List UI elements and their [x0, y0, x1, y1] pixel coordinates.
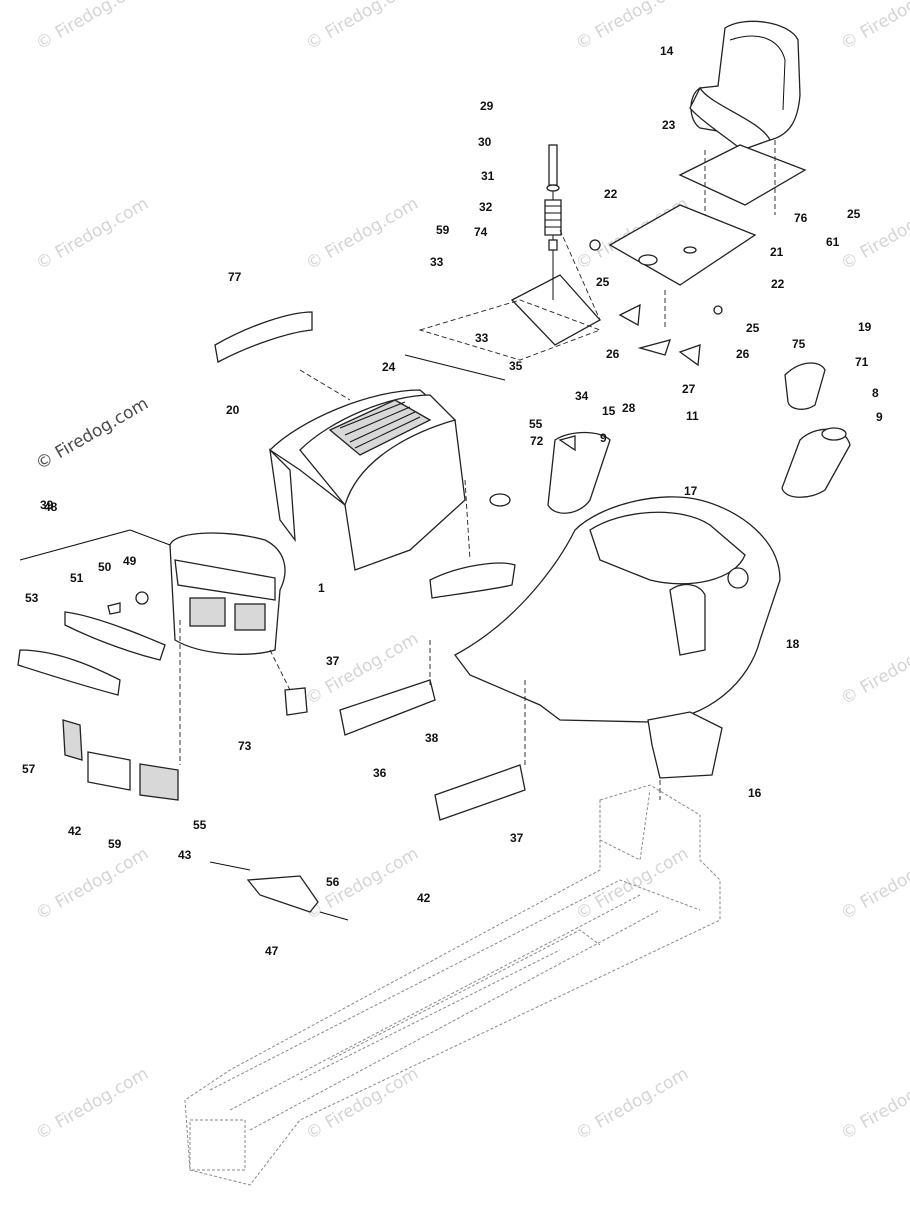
battery-box: [648, 712, 722, 778]
callout-label: 15: [602, 404, 616, 418]
callout-label: 26: [736, 347, 750, 361]
callout-label: 47: [265, 944, 279, 958]
callout-label: 21: [770, 245, 784, 259]
fender-pods: [548, 363, 850, 513]
callout-label: 29: [480, 99, 494, 113]
callout-label: 57: [22, 762, 36, 776]
watermark: © Firedog.com: [303, 194, 422, 275]
watermark: © Firedog.com: [303, 1064, 422, 1145]
watermark-prominent: © Firedog.com: [33, 394, 152, 475]
callout-label: 75: [792, 337, 806, 351]
watermark: © Firedog.com: [573, 0, 692, 54]
seat: [690, 21, 800, 150]
callout-label: 31: [481, 169, 495, 183]
callout-label: 59: [436, 223, 450, 237]
chassis-frame: [185, 785, 720, 1185]
callout-label: 25: [596, 275, 610, 289]
watermark: © Firedog.com: [33, 844, 152, 925]
seat-plate: [610, 205, 755, 285]
callout-label: 55: [529, 417, 543, 431]
callout-label: 9: [600, 431, 607, 445]
callout-label: 76: [794, 211, 808, 225]
callout-label: 16: [748, 786, 762, 800]
callout-label: 72: [530, 434, 544, 448]
watermark: © Firedog.com: [838, 194, 910, 275]
callout-label: 53: [25, 591, 39, 605]
callout-label: 71: [855, 355, 869, 369]
callout-label: 17: [684, 484, 698, 498]
callout-label: 11: [686, 409, 699, 423]
callout-label: 37: [510, 831, 524, 845]
callout-label: 38: [425, 731, 439, 745]
callout-label: 22: [771, 277, 785, 291]
watermark: © Firedog.com: [838, 0, 910, 54]
callout-label: 49: [123, 554, 137, 568]
callout-label: 26: [606, 347, 620, 361]
callout-label: 59: [108, 837, 122, 851]
callout-label: 22: [604, 187, 618, 201]
callout-label: 61: [826, 235, 840, 249]
callout-label: 73: [238, 739, 252, 753]
callout-label: 48: [44, 500, 58, 514]
callout-label: 55: [193, 818, 207, 832]
watermark: © Firedog.com: [838, 629, 910, 710]
watermark: © Firedog.com: [33, 0, 152, 54]
callout-label: 56: [326, 875, 340, 889]
callout-label: 33: [475, 331, 489, 345]
watermark: © Firedog.com: [838, 844, 910, 925]
callout-label: 33: [430, 255, 444, 269]
callout-label: 19: [858, 320, 872, 334]
callout-label: 27: [682, 382, 696, 396]
watermark: © Firedog.com: [33, 1064, 152, 1145]
front-nose: [170, 533, 285, 654]
watermark: © Firedog.com: [573, 1064, 692, 1145]
callout-label: 74: [474, 225, 488, 239]
callout-label: 25: [746, 321, 760, 335]
callout-label: 30: [478, 135, 492, 149]
callout-label: 8: [872, 386, 879, 400]
callout-label: 36: [373, 766, 387, 780]
headlight-lens: [18, 530, 170, 695]
callout-label: 51: [70, 571, 84, 585]
callout-label: 35: [509, 359, 523, 373]
callout-label: 50: [98, 560, 112, 574]
callout-label: 42: [417, 891, 431, 905]
watermark: © Firedog.com: [838, 1064, 910, 1145]
callout-label: 14: [660, 44, 674, 58]
callout-label: 23: [662, 118, 676, 132]
fender-footrest: [455, 497, 780, 722]
callout-label: 32: [479, 200, 493, 214]
callout-label: 28: [622, 401, 636, 415]
callout-label: 43: [178, 848, 192, 862]
callout-label: 24: [382, 360, 396, 374]
callout-label: 25: [847, 207, 861, 221]
callout-label: 77: [228, 270, 242, 284]
hood: [270, 390, 465, 570]
watermark: © Firedog.com: [303, 0, 422, 54]
callout-label: 42: [68, 824, 82, 838]
floor-plates: [340, 680, 525, 820]
callout-label: 9: [876, 410, 883, 424]
watermark: © Firedog.com: [33, 194, 152, 275]
callout-label: 37: [326, 654, 340, 668]
callout-label: 18: [786, 637, 800, 651]
callout-label: 34: [575, 389, 589, 403]
callout-label: 20: [226, 403, 240, 417]
callout-label: 1: [318, 581, 325, 595]
